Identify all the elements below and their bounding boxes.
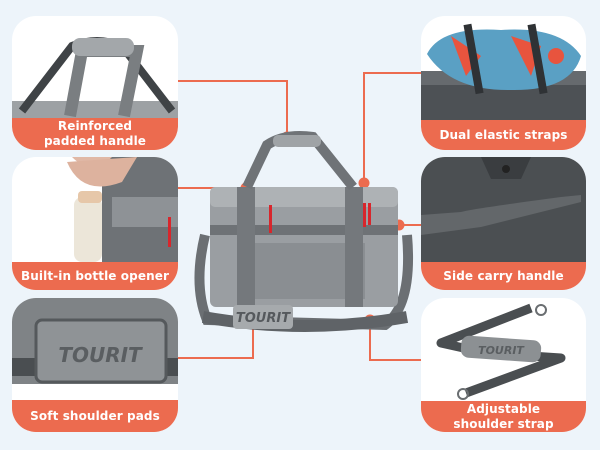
label-line: shoulder strap	[453, 416, 554, 431]
side-handle-photo	[421, 157, 586, 262]
handle-photo	[12, 16, 178, 119]
feature-card-handle: Reinforced padded handle	[12, 16, 178, 150]
svg-text:TOURIT: TOURIT	[236, 311, 291, 326]
shoulder-pad-photo: TOURIT	[12, 298, 178, 401]
label-line: Built-in bottle opener	[21, 268, 169, 283]
feature-label-handle: Reinforced padded handle	[12, 118, 178, 150]
feature-card-shoulder-strap: TOURIT Adjustable shoulder strap	[421, 298, 586, 432]
shoulder-strap-photo: TOURIT	[421, 298, 586, 401]
feature-card-side-handle: Side carry handle	[421, 157, 586, 290]
bottle-opener-photo	[12, 157, 178, 262]
connector-side-handle	[398, 224, 421, 226]
connector-shoulder-strap-v	[369, 320, 371, 361]
label-line: Adjustable	[466, 401, 541, 416]
connector-handle-v	[286, 80, 288, 138]
feature-card-pads: TOURIT Soft shoulder pads	[12, 298, 178, 432]
hotspot-straps	[358, 177, 370, 189]
feature-label-straps: Dual elastic straps	[421, 120, 586, 150]
connector-shoulder-strap	[369, 359, 421, 361]
connector-straps	[363, 72, 421, 74]
feature-label-opener: Built-in bottle opener	[12, 262, 178, 290]
feature-card-opener: Built-in bottle opener	[12, 157, 178, 290]
label-line: Dual elastic straps	[439, 127, 568, 142]
feature-card-straps: Dual elastic straps	[421, 16, 586, 150]
feature-label-pads: Soft shoulder pads	[12, 400, 178, 432]
cooler-bag-image: TOURIT	[185, 125, 420, 340]
connector-opener	[178, 187, 244, 189]
label-line: Soft shoulder pads	[30, 408, 160, 423]
label-line: Side carry handle	[443, 268, 564, 283]
svg-text:TOURIT: TOURIT	[478, 344, 525, 357]
label-line: padded handle	[43, 134, 147, 148]
connector-pads	[178, 357, 254, 359]
connector-pads-v	[252, 316, 254, 359]
label-line: Reinforced	[57, 119, 133, 133]
feature-label-shoulder-strap: Adjustable shoulder strap	[421, 401, 586, 432]
connector-handle	[178, 80, 288, 82]
connector-straps-v	[363, 72, 365, 182]
elastic-straps-photo	[421, 16, 586, 120]
hotspot-side-handle	[393, 219, 405, 231]
svg-text:TOURIT: TOURIT	[58, 343, 143, 367]
feature-label-side-handle: Side carry handle	[421, 262, 586, 290]
